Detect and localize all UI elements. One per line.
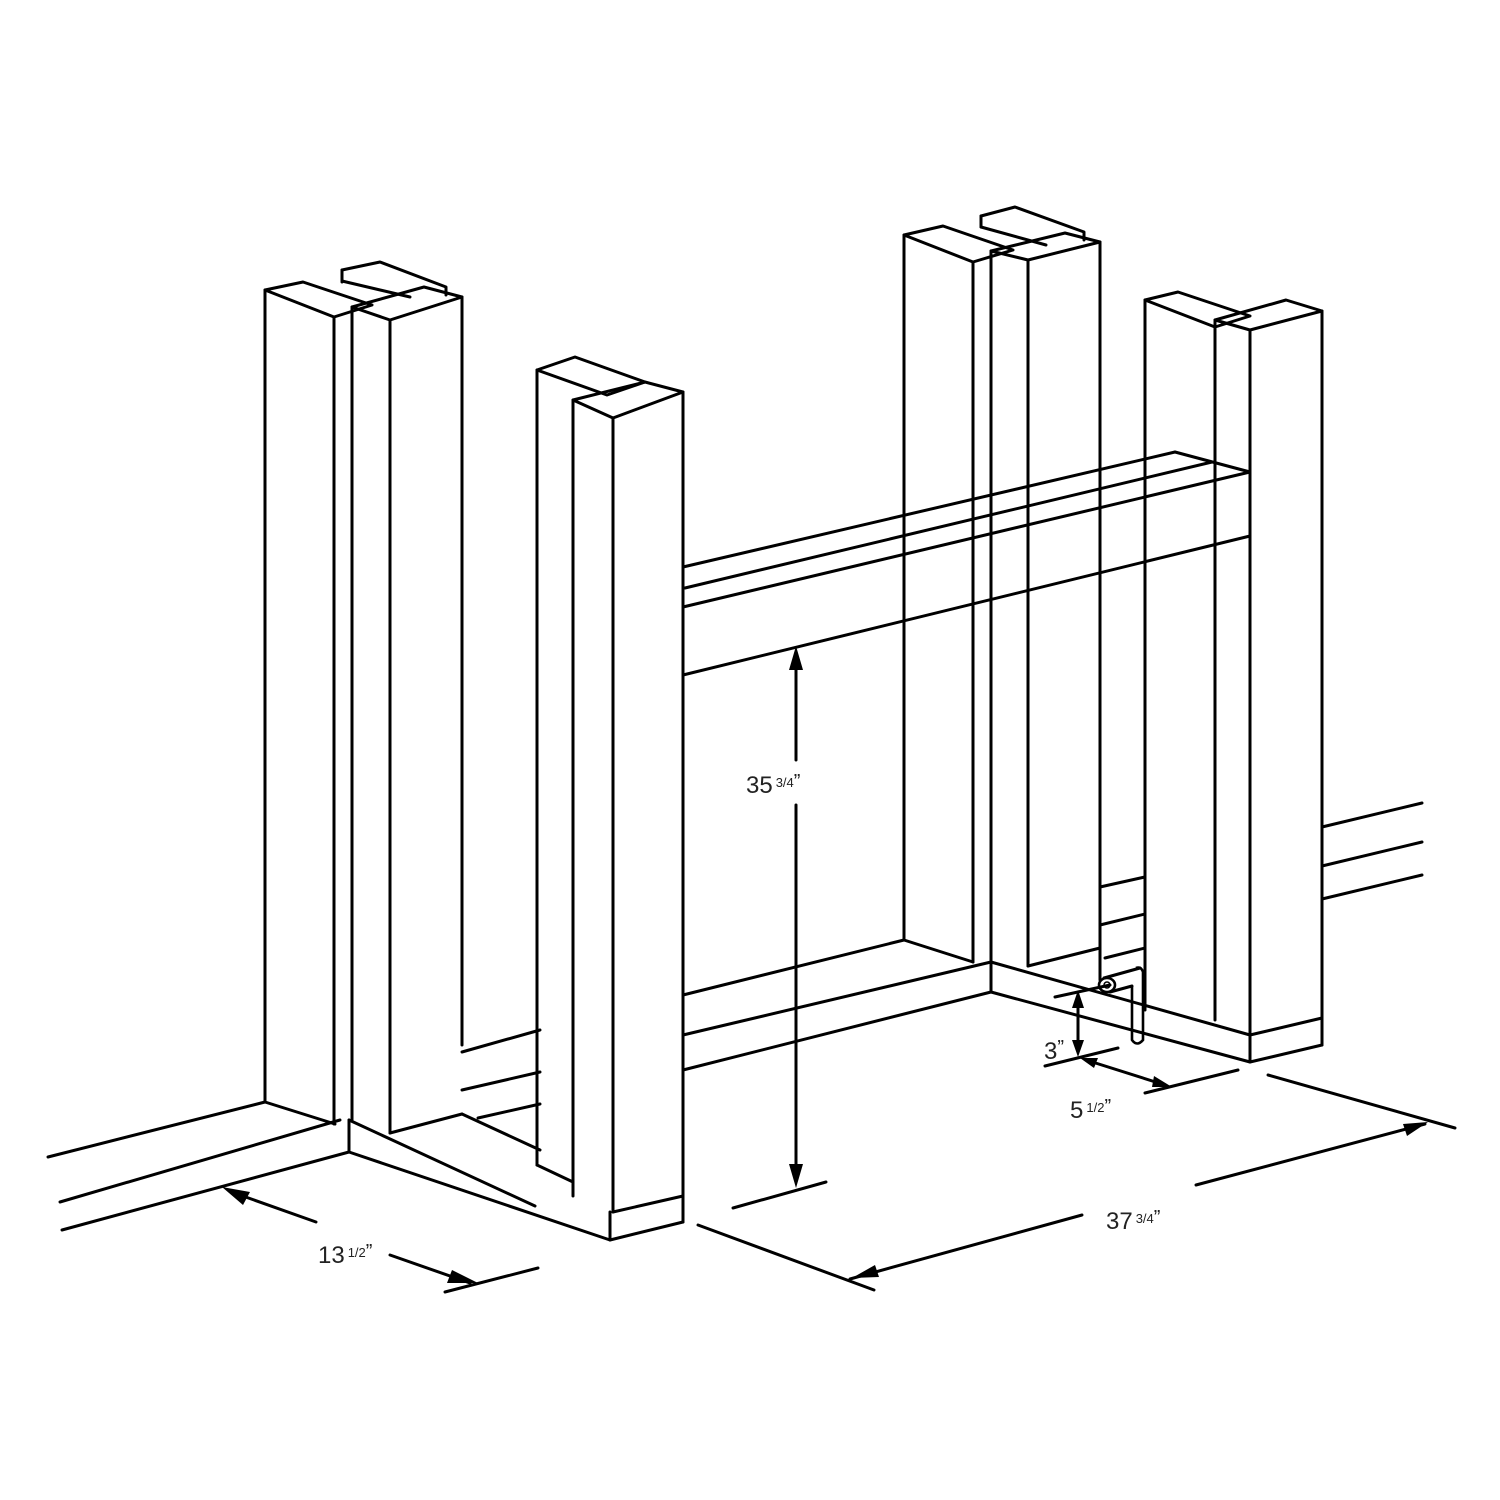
pipe-offset-whole: 5 xyxy=(1070,1097,1084,1124)
depth-dimension xyxy=(222,1187,540,1294)
pipe-height-whole: 3 xyxy=(1044,1038,1058,1065)
back-right-stud xyxy=(902,205,1102,982)
height-whole: 35 xyxy=(746,772,773,799)
pipe-offset-dimension xyxy=(1080,1058,1240,1095)
pipe-height-dimension xyxy=(1043,983,1120,1068)
width-dimension xyxy=(696,1073,1457,1292)
front-left-stud xyxy=(535,355,685,1242)
bottom-plate xyxy=(681,938,1252,1072)
inch-mark: ” xyxy=(365,1241,373,1263)
height-fraction: 3/4 xyxy=(775,775,794,790)
pipe-offset-fraction: 1/2 xyxy=(1086,1100,1105,1115)
width-whole: 37 xyxy=(1106,1208,1133,1235)
height-dimension xyxy=(731,646,828,1210)
front-right-stud xyxy=(1143,290,1324,1064)
pipe-height-dimension-label: 3” xyxy=(1044,1038,1064,1064)
header-beam xyxy=(681,450,1252,677)
width-fraction: 3/4 xyxy=(1135,1211,1154,1226)
depth-fraction: 1/2 xyxy=(347,1245,366,1260)
left-side-sole-plate xyxy=(347,1028,612,1242)
left-wall-sole-plate xyxy=(46,1100,351,1232)
inch-mark: ” xyxy=(1153,1207,1161,1229)
inch-mark: ” xyxy=(1104,1096,1112,1118)
inch-mark: ” xyxy=(1057,1037,1065,1059)
inch-mark: ” xyxy=(793,771,801,793)
right-wall-plate xyxy=(1098,801,1424,960)
left-back-stud xyxy=(263,260,464,1135)
depth-whole: 13 xyxy=(318,1242,345,1269)
